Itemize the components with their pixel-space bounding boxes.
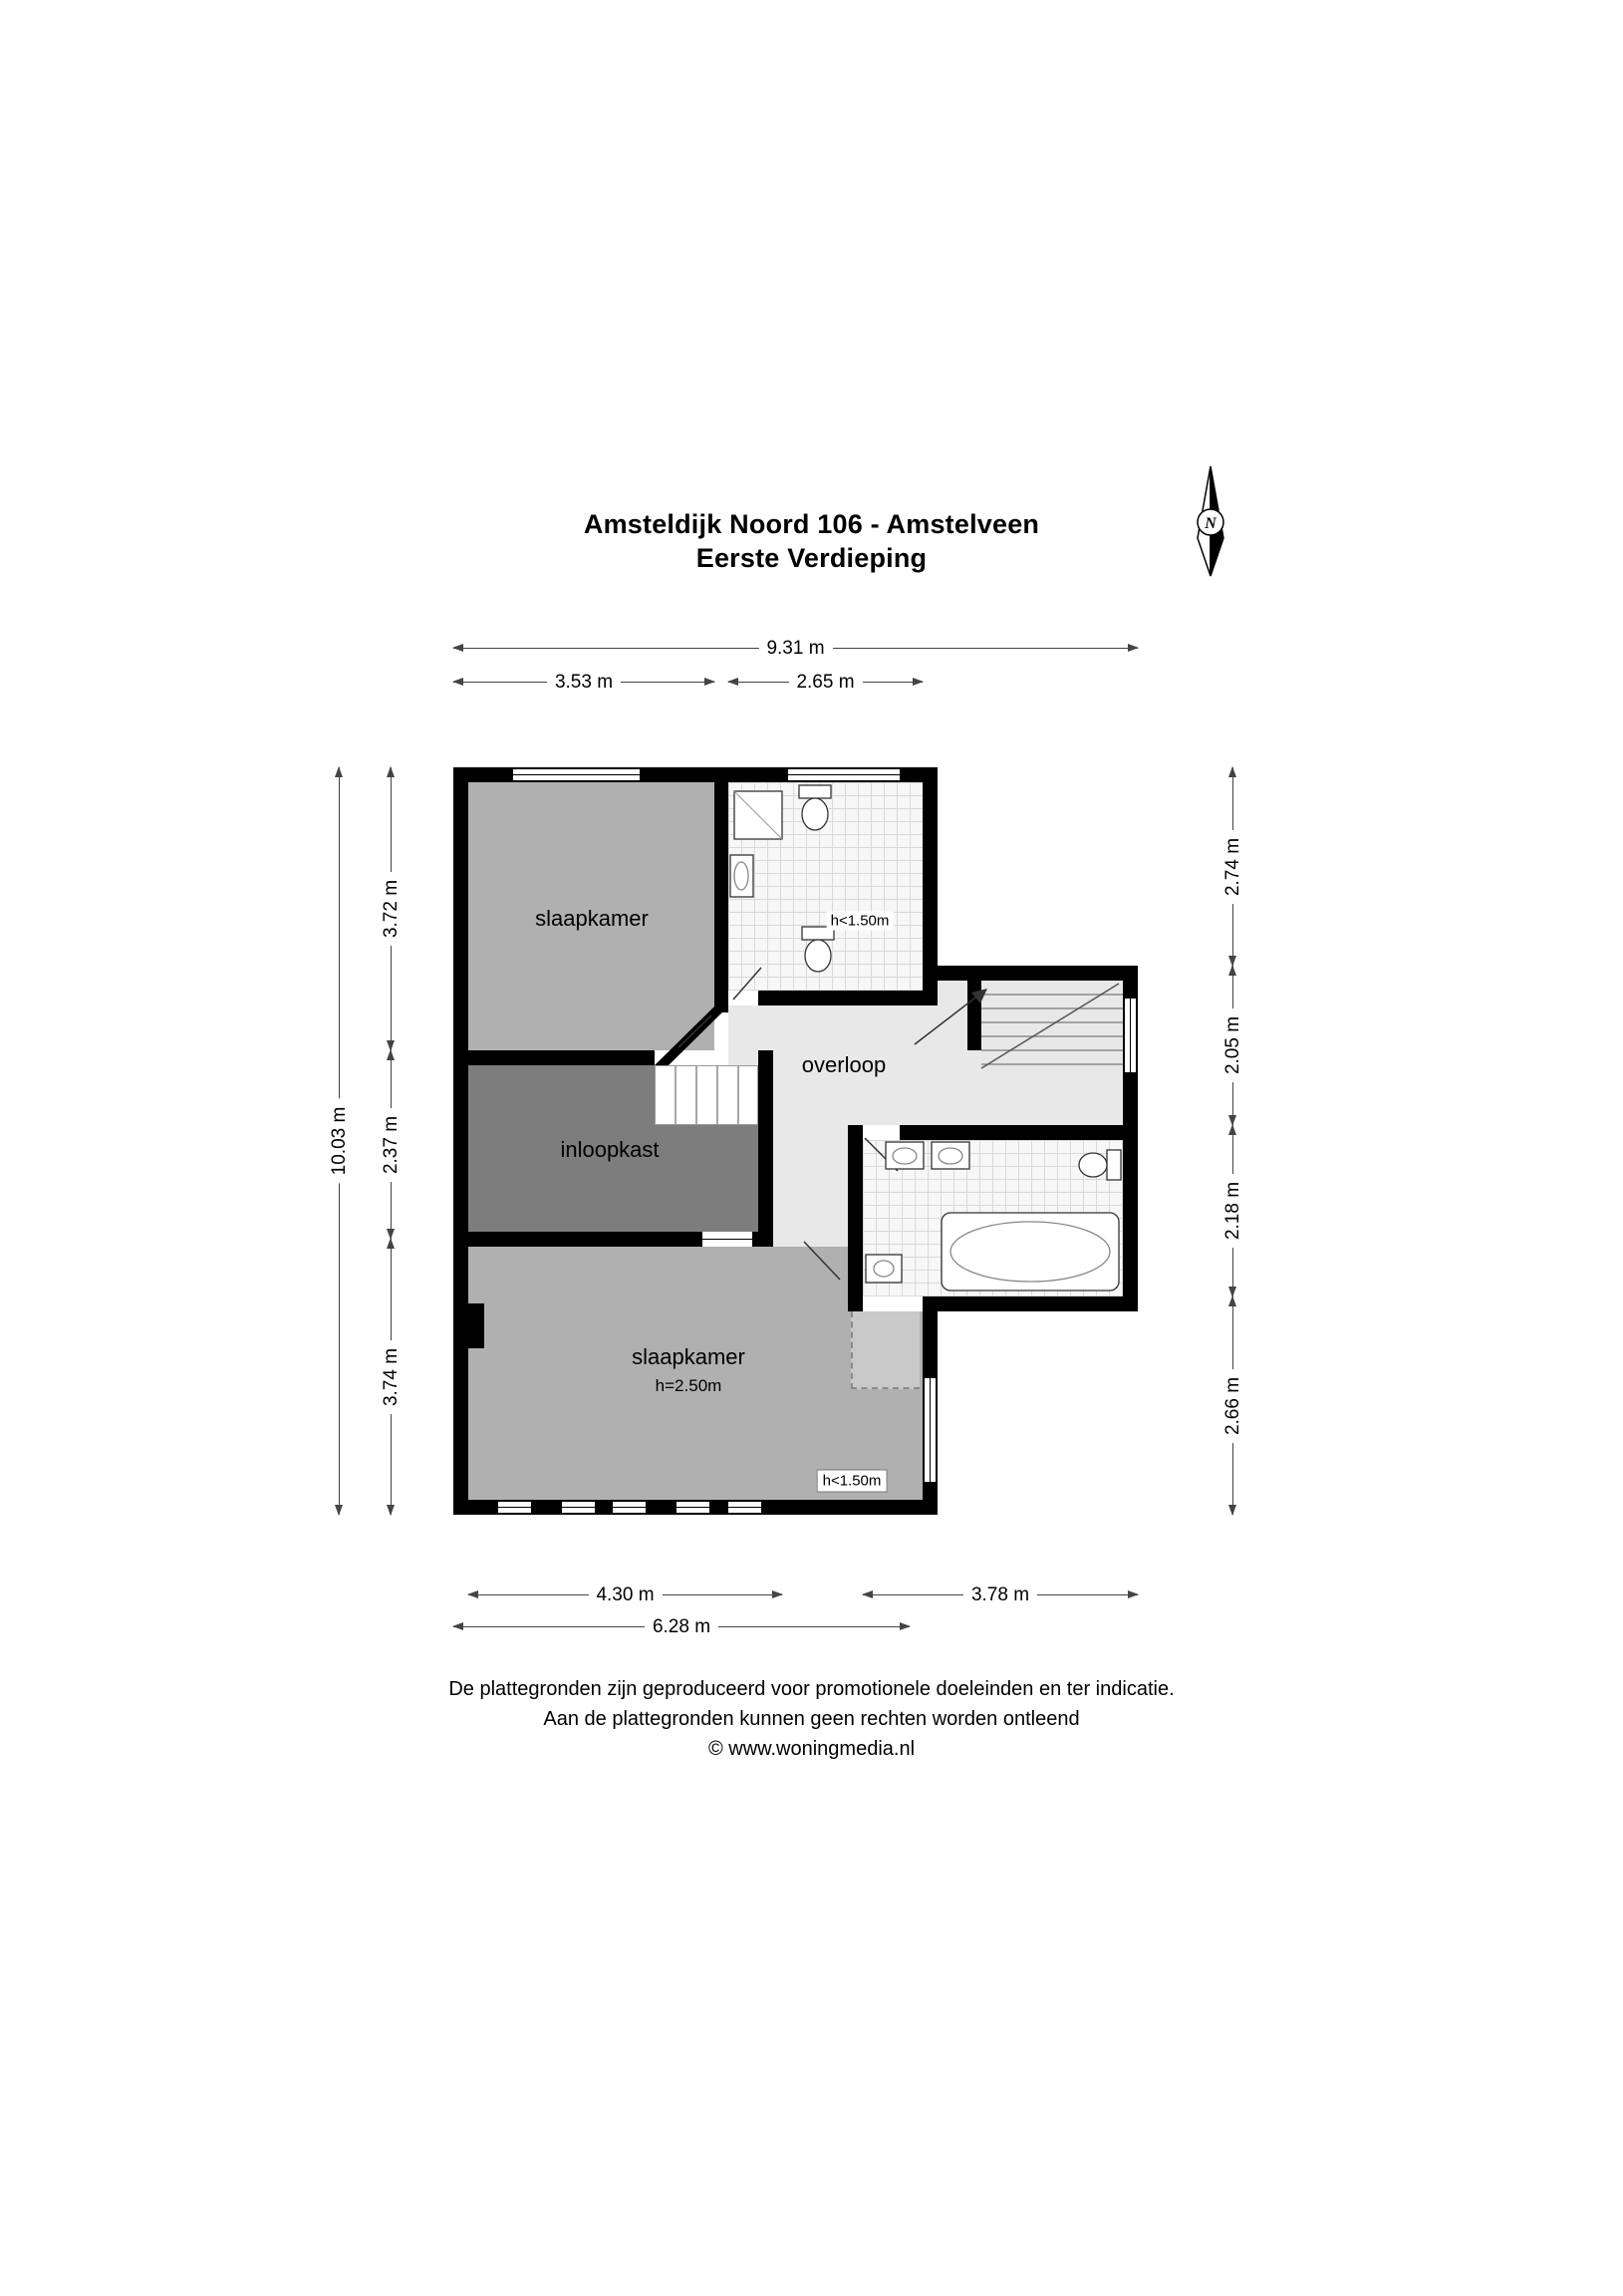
label-bath1-low-ceiling: h<1.50m — [826, 911, 894, 931]
window-bottom-4 — [676, 1502, 709, 1513]
wall-inloopkast-bottom-b — [752, 1232, 773, 1247]
stair-direction-arrow — [914, 994, 980, 1045]
wall-slaapkamer1-bottom — [453, 1050, 655, 1065]
door-opening-inloopkast — [702, 1234, 752, 1245]
label-bed2-low-ceiling: h<1.50m — [816, 1469, 888, 1493]
dim-top-left: 3.53 m — [452, 671, 715, 694]
dim-right-4: 2.66 m — [1221, 1295, 1244, 1516]
dim-right-1: 2.74 m — [1221, 766, 1244, 967]
footer-copyright: © www.woningmedia.nl — [707, 1738, 916, 1760]
small-stair-treads — [675, 1066, 739, 1124]
dim-left-middle: 2.37 m — [380, 1049, 403, 1240]
stair-arrow-head — [971, 989, 987, 1004]
wall-bathroom2-top — [900, 1125, 1123, 1140]
wall-left — [453, 767, 468, 1515]
north-compass: N — [1197, 465, 1224, 577]
dim-bottom-right: 3.78 m — [862, 1583, 1139, 1606]
compass-circle — [1197, 508, 1224, 536]
label-inloopkast: inloopkast — [560, 1137, 660, 1162]
window-bottom-5 — [728, 1502, 761, 1513]
room-overloop-floor — [728, 1005, 1123, 1125]
window-top-bedroom1 — [513, 769, 640, 780]
room-slaapkamer-2-floor — [468, 1247, 848, 1500]
bathroom1-fixtures — [729, 784, 835, 973]
footer-disclaimer-2: Aan de plattegronden kunnen geen rechten… — [543, 1708, 1080, 1730]
stair-cut-line — [980, 983, 1120, 1069]
dim-right-3: 2.18 m — [1221, 1124, 1244, 1297]
label-slaapkamer-1: slaapkamer — [535, 906, 649, 931]
wall-bathroom2-left — [848, 1125, 863, 1311]
fixtures-overlay — [655, 784, 1123, 1292]
compass-n-label: N — [1204, 515, 1217, 532]
wall-extension-bottom — [923, 1296, 1138, 1311]
dim-left-bottom: 3.74 m — [380, 1238, 403, 1516]
low-ceiling-area — [851, 1311, 920, 1389]
label-overloop: overloop — [801, 1052, 887, 1077]
dim-top-right: 2.65 m — [727, 671, 924, 694]
window-bottom-3 — [613, 1502, 646, 1513]
window-bottom-2 — [562, 1502, 595, 1513]
dim-top-total: 9.31 m — [452, 637, 1139, 660]
wall-inloopkast-right — [758, 1050, 773, 1247]
window-right-overloop — [1125, 999, 1136, 1072]
wall-diagonal — [655, 1006, 728, 1065]
dim-bottom-left: 4.30 m — [467, 1583, 783, 1606]
wall-bath1-divider-b — [758, 991, 923, 1005]
floorplan-canvas: slaapkamer h<1.50m overloop inloopkast s… — [453, 767, 1138, 1515]
dim-left-total: 10.03 m — [328, 766, 351, 1516]
window-bottom-1 — [498, 1502, 531, 1513]
label-slaapkamer-2-height: h=2.50m — [655, 1376, 722, 1395]
dim-left-top: 3.72 m — [380, 766, 403, 1051]
main-stair-treads — [981, 994, 1123, 1065]
wall-right-upper — [923, 767, 938, 1005]
window-right-bedroom2 — [925, 1378, 936, 1482]
small-stairs — [655, 1065, 758, 1125]
dim-right-2: 2.05 m — [1221, 965, 1244, 1126]
wall-inloopkast-bottom-a — [453, 1232, 702, 1247]
wall-left-notch — [468, 1303, 484, 1348]
dim-bottom-total: 6.28 m — [452, 1615, 911, 1638]
wall-extension-top — [923, 966, 1138, 981]
room-slaapkamer-1-floor — [468, 782, 714, 1050]
plan-title: Amsteldijk Noord 106 - Amstelveen — [583, 509, 1040, 539]
window-top-bathroom1 — [788, 769, 900, 780]
plan-subtitle: Eerste Verdieping — [695, 543, 928, 573]
footer-disclaimer-1: De plattegronden zijn geproduceerd voor … — [448, 1678, 1175, 1700]
bathroom2-fixtures — [865, 1141, 1122, 1292]
wall-slaapkamer1-right — [714, 782, 728, 1012]
corridor-floor — [773, 1125, 848, 1247]
label-slaapkamer-2: slaapkamer — [632, 1344, 745, 1369]
